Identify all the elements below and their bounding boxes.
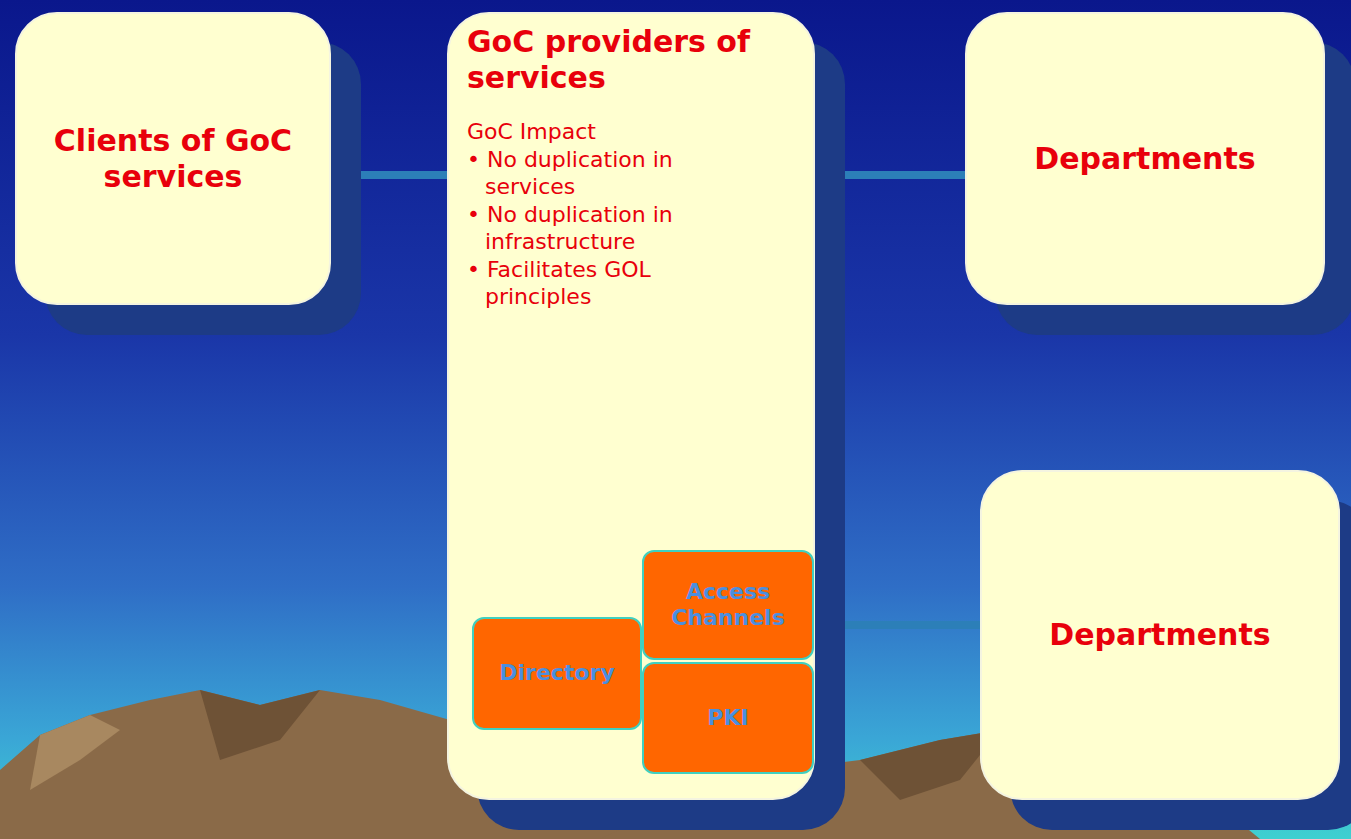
box-heading: GoC providers of services bbox=[467, 24, 795, 96]
box-heading: Clients of GoC services bbox=[31, 123, 315, 195]
service-label: PKI bbox=[707, 705, 748, 731]
client-box: Clients of GoC services bbox=[15, 12, 331, 305]
connector-line bbox=[811, 625, 984, 626]
bullet-item: • No duplication in services bbox=[467, 146, 735, 201]
department-box: Departments bbox=[980, 470, 1340, 800]
provider-box: GoC providers of servicesGoC Impact• No … bbox=[447, 12, 815, 800]
box-heading: Departments bbox=[1049, 617, 1270, 653]
service-box: Directory bbox=[472, 617, 642, 730]
mountain-highlight bbox=[30, 715, 120, 790]
connector-line bbox=[811, 175, 969, 176]
service-label: Access Channels bbox=[644, 579, 812, 632]
bullet-item: • Facilitates GOL principles bbox=[467, 256, 735, 311]
service-box: Access Channels bbox=[642, 550, 814, 660]
mountain-shadow bbox=[860, 730, 1000, 800]
bullet-item: • No duplication in infrastructure bbox=[467, 201, 735, 256]
box-heading: Departments bbox=[1034, 141, 1255, 177]
service-label: Directory bbox=[499, 660, 614, 686]
service-box: PKI bbox=[642, 662, 814, 774]
mountain-shadow bbox=[200, 690, 320, 760]
body-text: GoC Impact bbox=[467, 118, 795, 146]
department-box: Departments bbox=[965, 12, 1325, 305]
connector-line bbox=[327, 175, 451, 176]
